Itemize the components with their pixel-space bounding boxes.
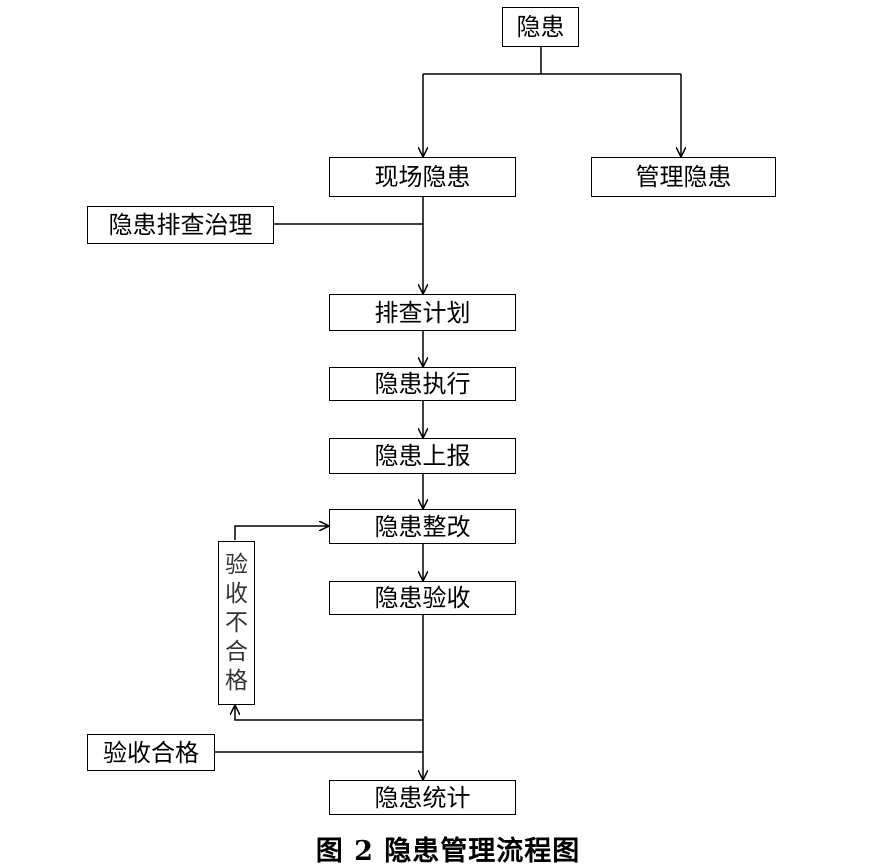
- fail-char-4: 合: [225, 638, 248, 665]
- node-hazard-statistics: 隐患统计: [329, 780, 516, 815]
- node-hazard-screening: 隐患排查治理: [87, 206, 274, 244]
- edge-fail-return: [235, 706, 423, 721]
- node-hazard-rectification: 隐患整改: [329, 509, 516, 544]
- fail-char-2: 收: [225, 580, 248, 607]
- fail-char-5: 格: [225, 667, 248, 694]
- edge-fail-to-rectify: [234, 526, 328, 540]
- node-acceptance-passed: 验收合格: [87, 734, 215, 771]
- node-hazard-execution: 隐患执行: [329, 367, 516, 401]
- fail-char-1: 验: [225, 551, 248, 578]
- node-site-hazard: 现场隐患: [329, 157, 516, 197]
- node-root: 隐患: [502, 7, 579, 47]
- node-management-hazard: 管理隐患: [591, 157, 776, 197]
- node-acceptance-failed: 验 收 不 合 格: [218, 541, 255, 705]
- node-hazard-acceptance: 隐患验收: [329, 581, 516, 615]
- node-hazard-report: 隐患上报: [329, 438, 516, 474]
- fail-char-3: 不: [225, 609, 248, 636]
- figure-caption: 图 2 隐患管理流程图: [315, 836, 581, 867]
- node-screening-plan: 排查计划: [329, 294, 516, 331]
